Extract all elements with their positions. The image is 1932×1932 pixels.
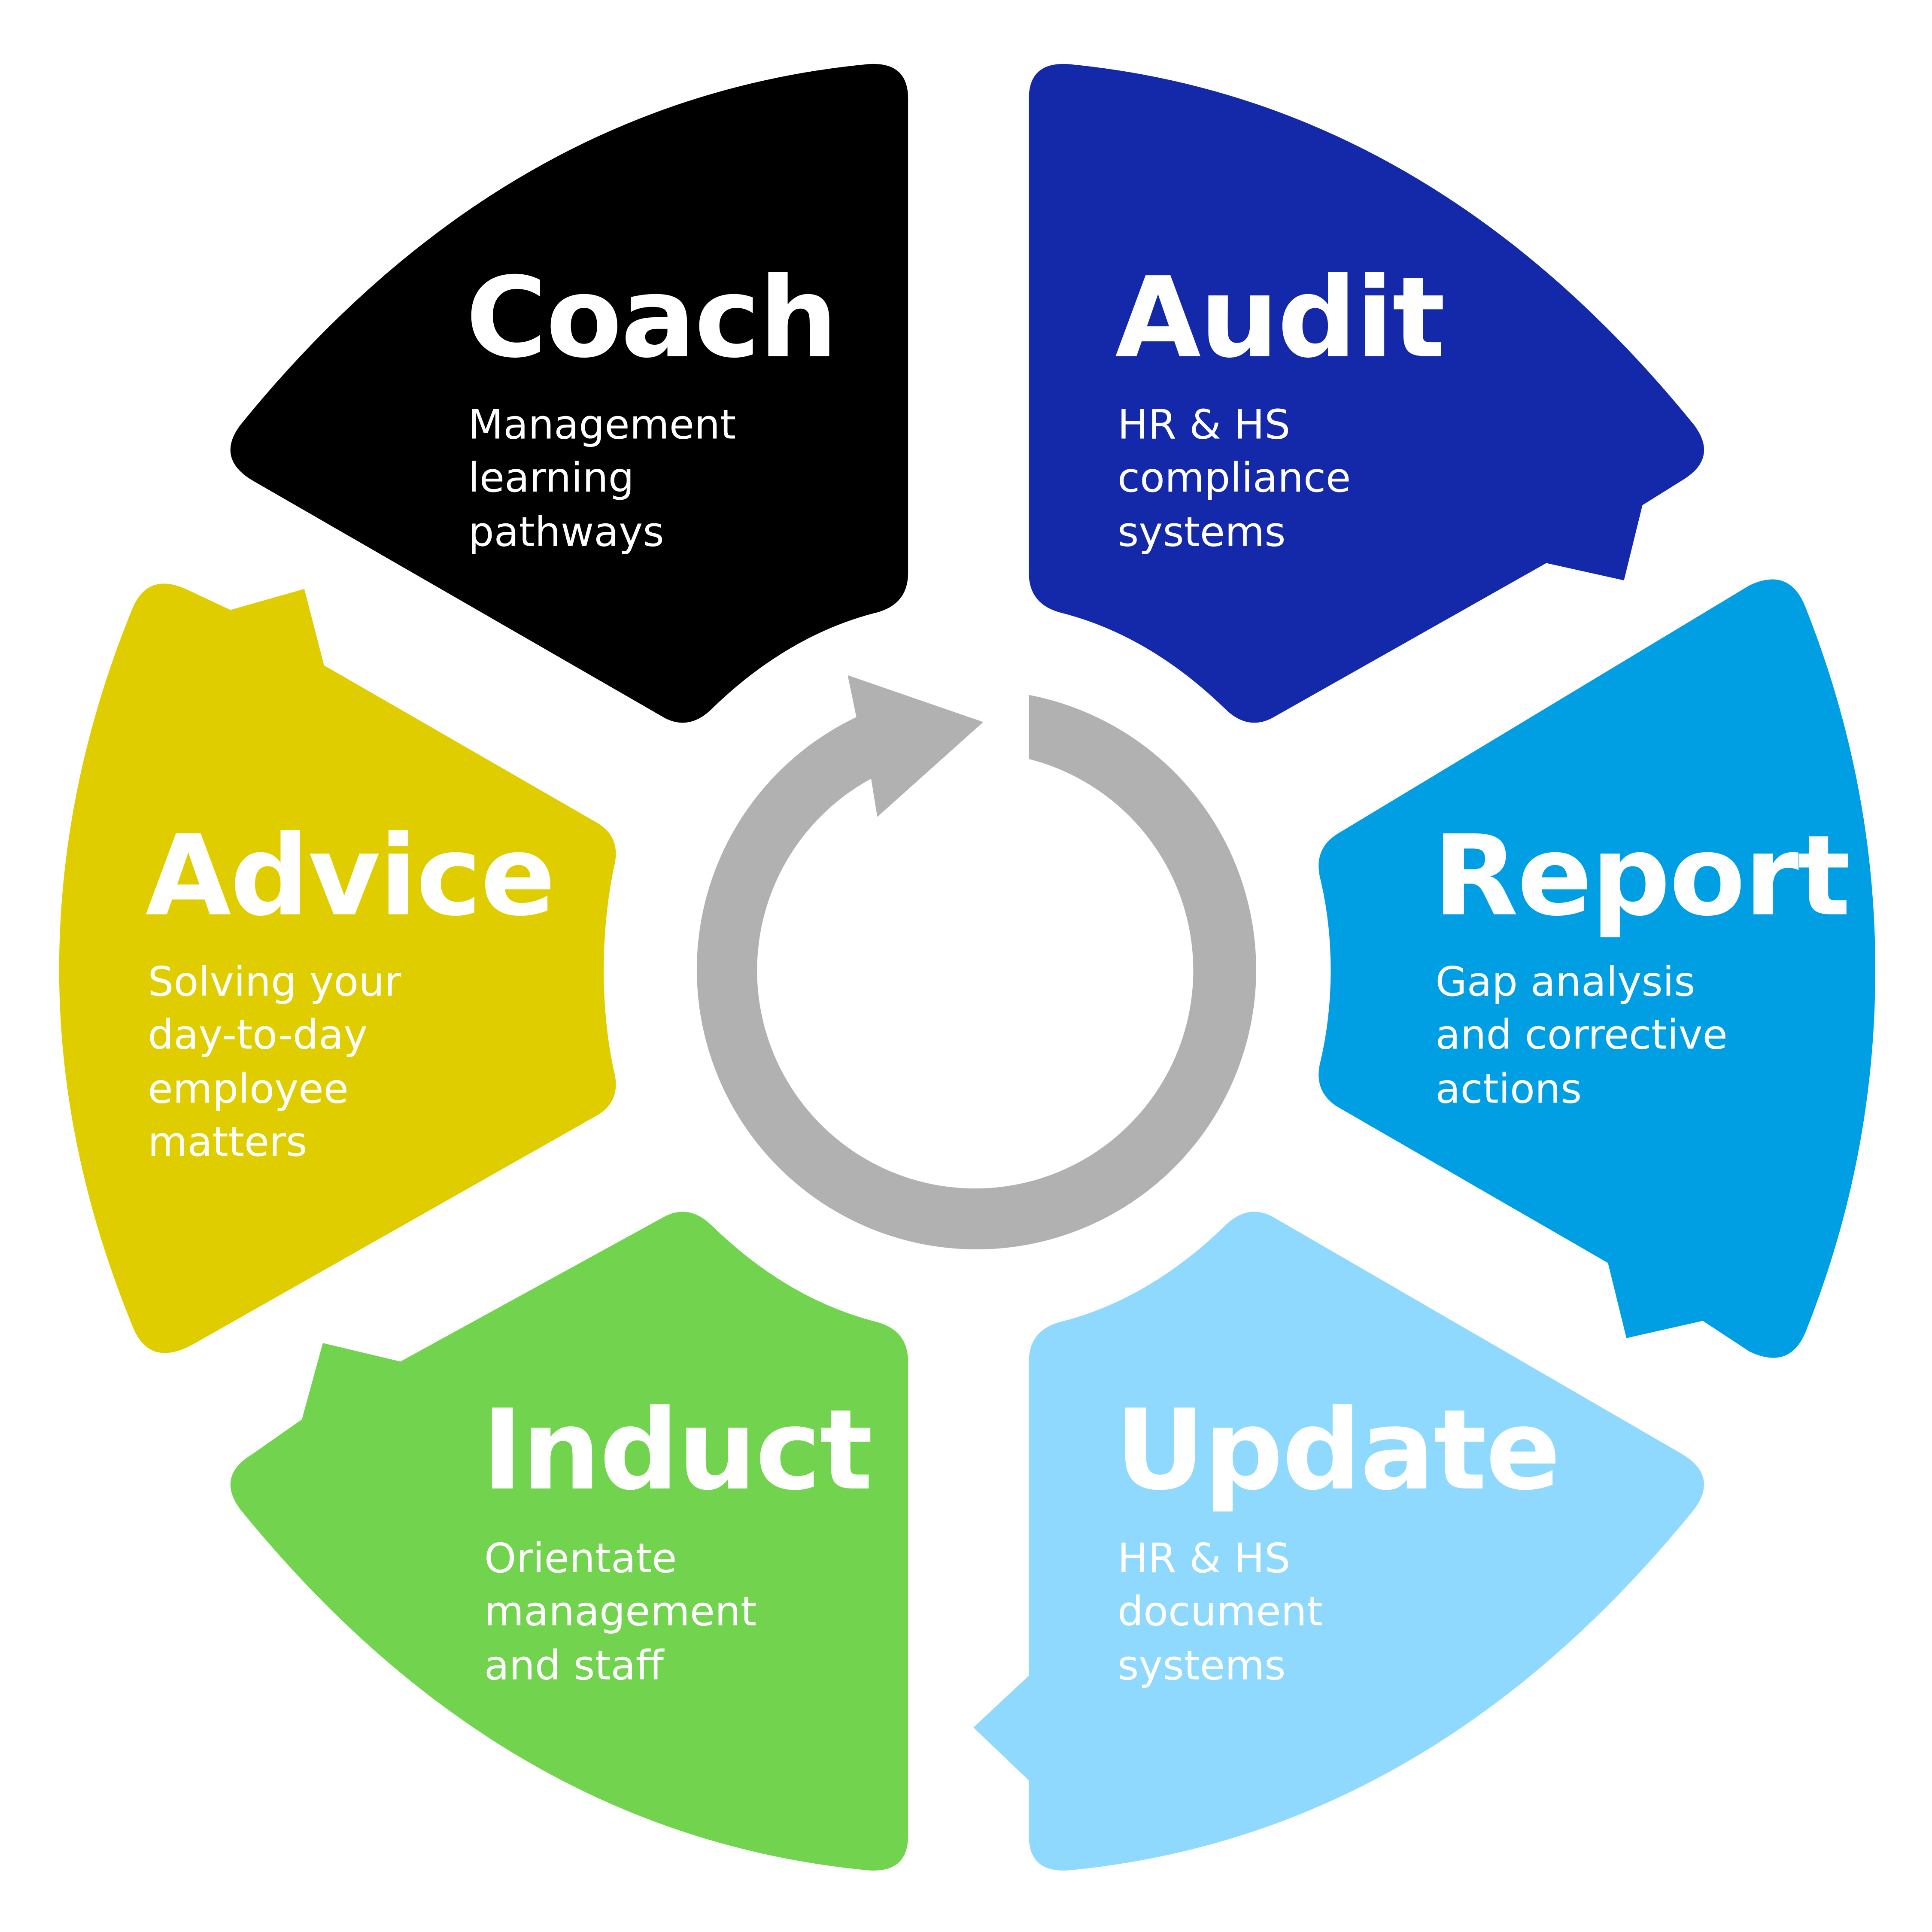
segment-audit-title: Audit [1115,253,1444,382]
segment-update-title: Update [1115,1385,1559,1515]
segment-coach-title: Coach [466,253,837,382]
segment-report-title: Report [1433,811,1850,940]
segment-audit-shape [1029,64,1704,723]
segment-advice[interactable]: Advice Solving your day-to-day employee … [59,583,616,1353]
segment-update-desc-line-1: HR & HS [1118,1535,1290,1582]
segment-induct-desc-line-2: management [484,1588,756,1635]
segment-audit-desc-line-3: systems [1118,508,1286,556]
segment-report[interactable]: Report Gap analysis and corrective actio… [1318,579,1875,1358]
segment-update-desc-line-3: systems [1118,1642,1286,1689]
segment-advice-shape [59,583,616,1353]
segment-report-desc-line-1: Gap analysis [1435,958,1695,1005]
segment-coach-desc-line-2: learning [468,454,634,501]
segment-induct-desc-line-1: Orientate [484,1535,677,1582]
segment-update-shape [973,1212,1704,1871]
segment-report-desc-line-3: actions [1435,1066,1582,1113]
segment-report-desc-line-2: and corrective [1435,1011,1727,1058]
segment-audit[interactable]: Audit HR & HS compliance systems [1029,64,1704,723]
segment-induct-desc-line-3: and staff [484,1642,665,1689]
segment-induct-title: Induct [482,1385,872,1515]
segment-update-desc-line-2: document [1118,1588,1323,1635]
segment-advice-desc-line-1: Solving your [148,958,401,1005]
segment-induct-shape [230,1212,908,1871]
circular-arrow-icon [696,675,1256,1250]
segment-advice-desc-line-2: day-to-day [148,1011,368,1058]
segment-induct[interactable]: Induct Orientate management and staff [230,1212,908,1871]
segment-advice-desc-line-4: matters [148,1118,307,1166]
segment-coach[interactable]: Coach Management learning pathways [230,64,908,723]
segment-audit-desc-line-1: HR & HS [1118,401,1290,449]
segment-update[interactable]: Update HR & HS document systems [973,1212,1704,1871]
segment-coach-desc-line-1: Management [468,401,736,449]
segment-audit-desc-line-2: compliance [1118,454,1351,501]
segment-coach-desc-line-3: pathways [468,508,664,556]
segment-coach-shape [230,64,908,723]
segment-advice-title: Advice [146,811,555,940]
segment-report-shape [1318,579,1875,1358]
segment-advice-desc-line-3: employee [148,1066,348,1113]
